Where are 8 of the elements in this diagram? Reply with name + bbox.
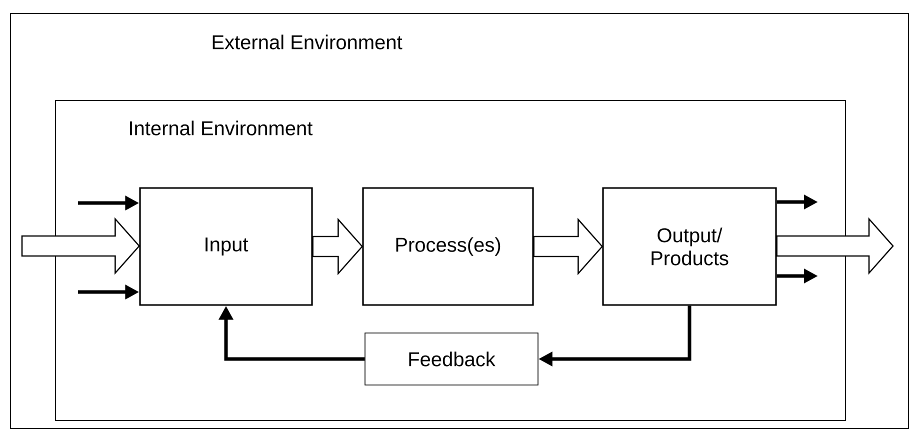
process-box: Process(es) — [362, 187, 534, 306]
block-arrow — [533, 218, 604, 276]
process-box: Output/ Products — [602, 187, 777, 306]
block-arrow — [776, 217, 894, 275]
block-arrow — [312, 218, 364, 276]
block-arrow — [21, 217, 140, 275]
feedback-box: Feedback — [364, 332, 538, 386]
process-box: Input — [139, 187, 313, 306]
